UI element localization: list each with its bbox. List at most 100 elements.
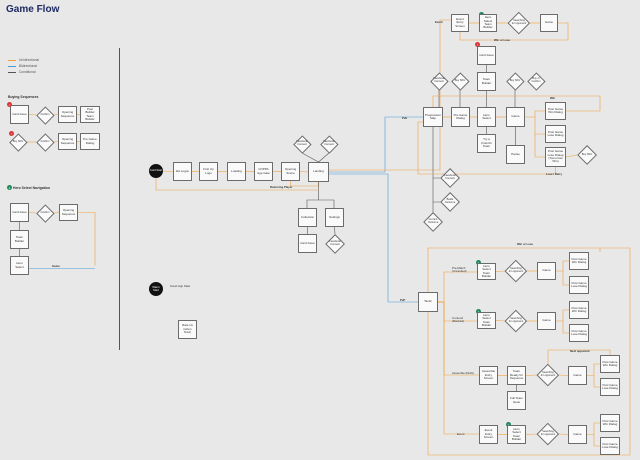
buy-sku-decision: Buy SKU bbox=[506, 72, 524, 90]
connector bbox=[329, 173, 418, 303]
post-game-win-node: Post Game Win Dialog bbox=[569, 252, 589, 270]
post-game-lose-node: Post Game Lose Dialog bbox=[600, 378, 620, 396]
step-badge: 1 bbox=[476, 260, 481, 265]
section-divider bbox=[119, 48, 120, 350]
decision-label: Searching for opponent bbox=[508, 267, 524, 273]
pre-match-label: Pre-Match (Unranked) bbox=[452, 266, 467, 274]
step-badge: 1 bbox=[476, 309, 481, 314]
hero-select-node: Hero Select bbox=[477, 107, 496, 127]
game-node: Game bbox=[568, 425, 587, 444]
legend-label: Conditional bbox=[19, 70, 36, 74]
ea-logos-node: EA Logos bbox=[173, 162, 192, 181]
facebook-connect-decision: Facebook Connect bbox=[430, 72, 448, 90]
connector bbox=[587, 422, 600, 435]
pre-game-dialog-node: Pre Game Dialog bbox=[80, 133, 100, 150]
buy-or-confirm-decision: Buy or Confirm bbox=[527, 72, 545, 90]
game-label: Game bbox=[52, 264, 60, 268]
assemble-entry-node: Assemble Entry Screen bbox=[479, 366, 498, 385]
warm-start-node: Warm Start bbox=[149, 282, 163, 296]
facebook-connect-decision: Facebook Connect bbox=[320, 135, 338, 153]
decision-label: Facebook Connect bbox=[323, 140, 335, 146]
connector bbox=[562, 321, 569, 334]
game-node: Game bbox=[537, 262, 556, 280]
connector bbox=[417, 121, 556, 175]
card-issue-node: Card Issue bbox=[298, 234, 317, 253]
step-badge: 1 bbox=[506, 422, 511, 427]
returning-player-label: Returning Player bbox=[270, 185, 293, 189]
connector bbox=[495, 270, 506, 272]
decision-label: Searching for opponent bbox=[508, 317, 524, 323]
event-label: Event bbox=[435, 20, 443, 24]
first-up-logo-node: First Up Logo bbox=[199, 162, 218, 181]
event-entry-screen-node: Event Entry Screen bbox=[451, 14, 469, 32]
confirm-decision: Confirm bbox=[36, 204, 54, 222]
game-node: Game bbox=[506, 107, 525, 127]
cold-start-node: Cold Start bbox=[149, 164, 163, 178]
alert-badge: ! bbox=[475, 42, 480, 47]
facebook-connect-decision: Facebook Connect bbox=[293, 135, 311, 153]
step-badge: 1 bbox=[7, 185, 12, 190]
win-or-lose-label: Win or Lose bbox=[517, 242, 533, 246]
decision-label: Confirm bbox=[40, 139, 50, 143]
connector bbox=[28, 212, 37, 214]
buy-sku-decision: Buy SKU bbox=[451, 72, 469, 90]
connector bbox=[547, 349, 611, 364]
decision-label: Buy or Confirm bbox=[531, 77, 541, 83]
decision-label: Searching for opponent bbox=[540, 430, 556, 436]
post-game-win-node: Post Game Win Dialog bbox=[569, 301, 589, 319]
section-title-buying: Buying Sequences bbox=[8, 95, 39, 99]
connector bbox=[329, 116, 423, 173]
post-builder-node: Post Builder Team Builder bbox=[80, 106, 100, 123]
post-game-lose-tomorrow-node: Post Game Lose Dialog (Tomorrow Win) bbox=[545, 147, 566, 167]
win-label: Win bbox=[550, 96, 556, 100]
team-builder-node: Team Builder bbox=[477, 72, 496, 91]
post-game-lose-node: Post Game Lose Dialog bbox=[569, 324, 589, 342]
searching-opponent-decision: Searching for opponent bbox=[505, 310, 527, 332]
connector bbox=[427, 247, 631, 456]
hero-select-node: Hero Select bbox=[10, 256, 29, 275]
decision-label: Searching for opponent bbox=[540, 371, 556, 377]
connector bbox=[525, 374, 538, 376]
connector bbox=[28, 114, 37, 116]
battle-outcome-decision: Battle Outcome bbox=[440, 192, 460, 212]
decision-label: Current Outcome bbox=[427, 218, 439, 224]
decision-label: Confirm bbox=[40, 210, 50, 214]
connector bbox=[556, 309, 569, 322]
connector bbox=[534, 117, 545, 135]
facebook-connect-decision: Facebook Connect bbox=[440, 168, 460, 188]
contend-label: Contend (Ranked) bbox=[452, 316, 464, 324]
coppa-age-gate-node: COPPA Age Gate bbox=[254, 162, 273, 181]
team-builder-node: Team Builder bbox=[10, 230, 29, 249]
connector bbox=[525, 433, 538, 435]
post-game-lose-node: Post Game Lose Dialog bbox=[545, 125, 566, 143]
loading-node: Loading bbox=[227, 162, 246, 181]
searching-opponent-decision: Searching for opponent bbox=[508, 12, 530, 34]
hero-select-team-builder-node: Hero Select Team Builder bbox=[477, 263, 496, 280]
connector bbox=[593, 375, 600, 388]
lose-retry-label: Lose / Retry bbox=[546, 172, 563, 176]
progression-map-node: Progression Map bbox=[423, 107, 443, 127]
connector bbox=[299, 171, 309, 173]
card-issue-node: Card Issue bbox=[10, 203, 29, 222]
decision-label: Buy SKU bbox=[12, 139, 24, 143]
bidirectional-swatch bbox=[8, 66, 16, 67]
connector bbox=[427, 247, 601, 292]
connector bbox=[565, 154, 578, 158]
connector bbox=[318, 199, 335, 208]
connector bbox=[329, 19, 451, 171]
decision-label: Facebook Connect bbox=[444, 174, 456, 180]
post-game-win-node: Post Game Win Dialog bbox=[600, 355, 620, 373]
hero-select-team-builder-node: Hero Select Team Builder bbox=[507, 425, 526, 444]
connector bbox=[334, 226, 336, 235]
legend-label: Bidirectional bbox=[19, 64, 37, 68]
post-game-win-node: Post Game Win Dialog bbox=[545, 102, 566, 120]
section-title-hero-select: Hero Select Navigation bbox=[13, 186, 50, 190]
opening-sequence-node: Opening Sequence bbox=[58, 133, 77, 150]
team-ready-node: Team Ready for Sequence bbox=[507, 366, 526, 385]
legend-label: Unidirectional bbox=[19, 58, 39, 62]
decision-label: Facebook Connect bbox=[296, 140, 308, 146]
connector bbox=[495, 320, 506, 322]
searching-opponent-decision: Searching for opponent bbox=[537, 423, 559, 445]
